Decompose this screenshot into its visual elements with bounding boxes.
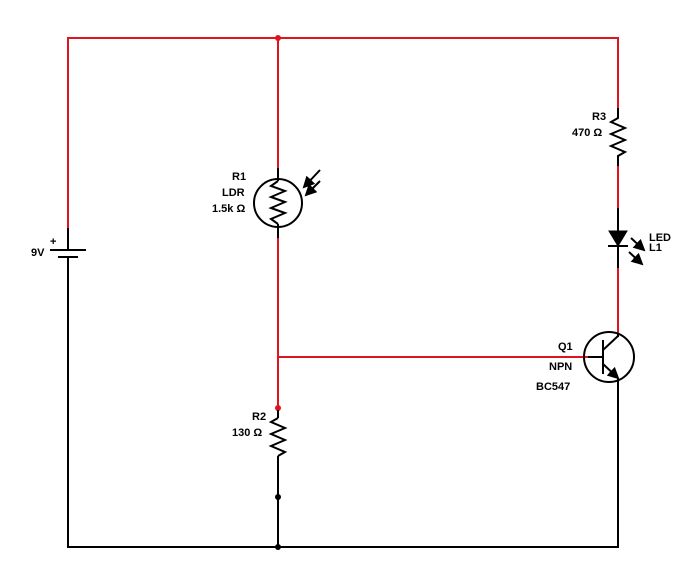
battery-plus-sign: + [50, 236, 56, 248]
junction-ground [275, 544, 281, 550]
junction-r2-top [275, 405, 281, 411]
r3-value-label: 470 Ω [572, 127, 602, 139]
transistor-emitter [602, 363, 620, 380]
resistor-r3-symbol [608, 108, 628, 166]
ground-rail-wires [67, 208, 619, 548]
q1-part-label: BC547 [536, 381, 570, 393]
led-emit-arrow-1 [630, 237, 646, 252]
resistor-r2-symbol [268, 410, 288, 457]
transistor-collector [602, 335, 619, 351]
junction-top [275, 35, 281, 41]
r1-ref-label: R1 [232, 171, 246, 183]
q1-type-label: NPN [549, 361, 572, 373]
junction-r2-bottom [275, 494, 281, 500]
ldr-resistor-zigzag [268, 180, 288, 225]
r3-zigzag [608, 108, 628, 166]
r2-ref-label: R2 [252, 411, 266, 423]
light-arrow-2 [304, 180, 321, 197]
r2-zigzag [268, 417, 288, 457]
led-emit-arrow-2 [628, 251, 644, 266]
led-triangle [608, 230, 628, 247]
transistor-body-circle [583, 331, 635, 383]
led-symbol [608, 230, 646, 266]
led-ref-label: L1 [649, 242, 662, 254]
ldr-symbol [253, 168, 321, 238]
ldr-body-circle [253, 178, 303, 228]
led-type-label: LED [649, 232, 671, 244]
battery-symbol [50, 228, 86, 266]
wire-battery-to-top-rail [67, 37, 619, 228]
positive-rail-wires [67, 37, 619, 418]
r3-ref-label: R3 [592, 111, 606, 123]
r1-type-label: LDR [222, 187, 245, 199]
wire-battery-to-ground [67, 266, 619, 548]
npn-transistor-symbol [583, 331, 635, 383]
battery-voltage-label: 9V [31, 247, 45, 259]
r1-value-label: 1.5k Ω [212, 203, 245, 215]
r2-value-label: 130 Ω [232, 427, 262, 439]
q1-ref-label: Q1 [558, 341, 573, 353]
